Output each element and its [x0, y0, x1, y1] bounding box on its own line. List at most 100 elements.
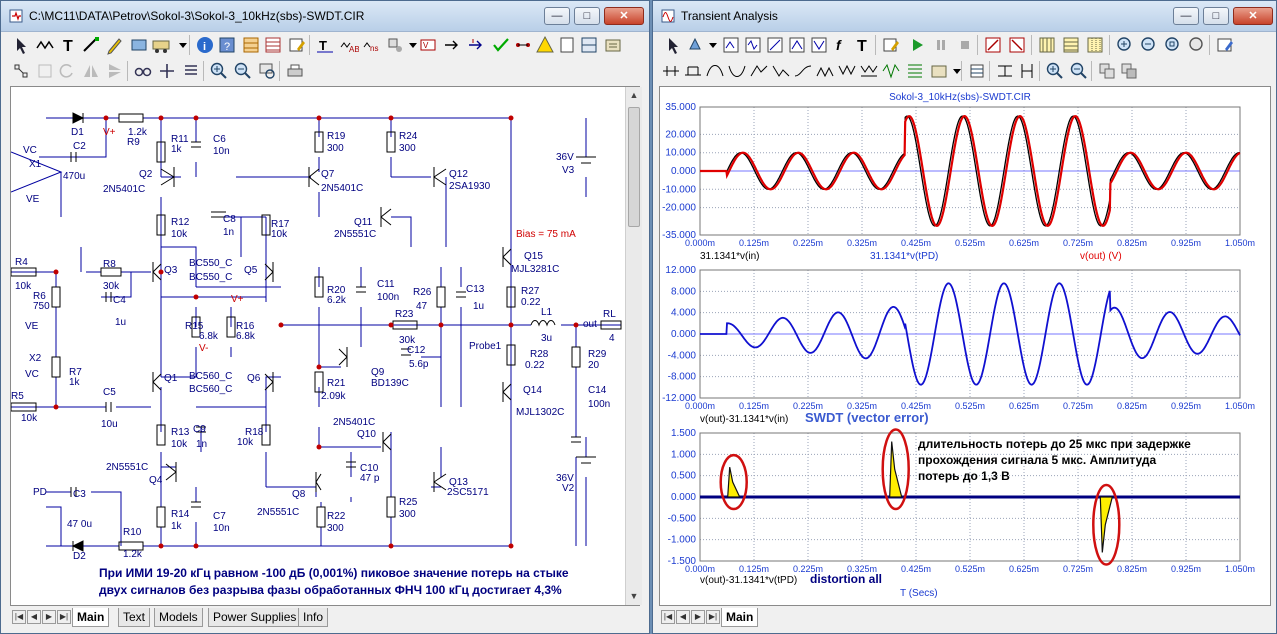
transistor-q10[interactable] — [382, 432, 392, 452]
scale-icon[interactable] — [721, 35, 741, 55]
capacitor-c9[interactable] — [196, 426, 206, 433]
list-icon[interactable] — [181, 61, 201, 81]
zoom-in-icon[interactable] — [1045, 61, 1065, 81]
transistor-q8[interactable] — [315, 472, 322, 492]
inflection-icon[interactable] — [793, 61, 813, 81]
same-x-scale-icon[interactable] — [1017, 61, 1037, 81]
schematic-vertical-scrollbar[interactable]: ▲ ▼ — [625, 87, 642, 605]
transient-title-bar[interactable]: Transient Analysis — □ ✕ — [653, 1, 1276, 32]
tab-main[interactable]: Main — [72, 608, 110, 627]
zoom-out-icon[interactable] — [1139, 35, 1159, 55]
rotate-icon[interactable] — [57, 61, 77, 81]
function-icon[interactable]: f — [831, 35, 851, 55]
schematic-canvas[interactable]: D1 V+ 1.2k R9 VC X1 C2 470u VE R11 1k C6… — [10, 86, 640, 606]
transistor-q11[interactable] — [380, 207, 392, 227]
scope-icon[interactable] — [743, 35, 763, 55]
next-tab-icon[interactable]: ▶ — [691, 610, 705, 624]
resistor-r5[interactable] — [11, 402, 37, 412]
transistor-q2[interactable] — [160, 167, 175, 187]
attribute-text-icon[interactable]: T — [315, 35, 335, 55]
battery-v3[interactable] — [576, 156, 596, 164]
last-tab-icon[interactable]: ▶| — [706, 610, 720, 624]
maximize-button[interactable]: □ — [1203, 7, 1229, 25]
power-display-icon[interactable] — [467, 35, 487, 55]
capacitor-c14[interactable] — [571, 436, 581, 443]
resistor-r9[interactable] — [118, 113, 144, 123]
scroll-up-icon[interactable]: ▲ — [629, 90, 639, 100]
capacitor-c5[interactable] — [105, 402, 112, 412]
last-tab-icon[interactable]: ▶| — [57, 610, 71, 624]
run-icon[interactable] — [907, 35, 927, 55]
tab-text[interactable]: Text — [118, 608, 151, 627]
capacitor-c4[interactable] — [105, 292, 112, 302]
info-icon[interactable]: i — [195, 35, 215, 55]
transistor-q4[interactable] — [165, 462, 177, 482]
resistor-r12[interactable] — [156, 214, 166, 236]
zoom-fit-icon[interactable] — [1163, 35, 1183, 55]
capacitor-c3[interactable] — [70, 487, 77, 497]
first-tab-icon[interactable]: |◀ — [12, 610, 26, 624]
pause-icon[interactable] — [931, 35, 951, 55]
cursor-mode-icon[interactable] — [661, 61, 681, 81]
bus-icon[interactable] — [151, 35, 171, 55]
resistor-r10[interactable] — [118, 541, 144, 551]
dropdown-arrow-icon[interactable] — [403, 35, 423, 55]
capacitor-c8[interactable] — [211, 211, 226, 218]
horizontal-grid-icon[interactable] — [1037, 35, 1057, 55]
current-display-icon[interactable] — [443, 35, 463, 55]
same-y-scale-icon[interactable] — [995, 61, 1015, 81]
pan-icon[interactable] — [157, 61, 177, 81]
prev-tab-icon[interactable]: ◀ — [676, 610, 690, 624]
node-numbers-icon[interactable] — [385, 35, 405, 55]
capacitor-c7[interactable] — [191, 501, 201, 508]
capacitor-c12[interactable] — [401, 348, 411, 356]
pin-names-icon[interactable]: ns — [361, 35, 381, 55]
dropdown-arrow-icon[interactable] — [173, 35, 193, 55]
global-low-icon[interactable] — [837, 61, 857, 81]
resistor-r8[interactable] — [100, 267, 122, 277]
zoom-out-icon[interactable] — [233, 61, 253, 81]
help-icon[interactable]: ? — [217, 35, 237, 55]
tab-power-supplies[interactable]: Power Supplies — [208, 608, 302, 627]
wire-color-icon[interactable] — [513, 35, 533, 55]
settings-icon[interactable] — [603, 35, 623, 55]
dropdown-arrow-icon[interactable] — [703, 35, 723, 55]
resistor-r16[interactable] — [226, 316, 236, 338]
valley-icon[interactable] — [809, 35, 829, 55]
select-arrow-icon[interactable] — [663, 35, 683, 55]
flip-x-icon[interactable] — [81, 61, 101, 81]
battery-v2[interactable] — [576, 456, 596, 464]
resistor-r19[interactable] — [314, 131, 324, 153]
flip-y-icon[interactable] — [105, 61, 125, 81]
stop-icon[interactable] — [955, 35, 975, 55]
zoom-in-icon[interactable] — [209, 61, 229, 81]
copy-icon[interactable] — [1097, 61, 1117, 81]
tab-main[interactable]: Main — [721, 608, 759, 627]
minimize-button[interactable]: — — [544, 7, 570, 25]
resistor-r24[interactable] — [386, 131, 396, 153]
line-tool-icon[interactable] — [81, 35, 101, 55]
resistor-r17[interactable] — [261, 214, 271, 236]
data-points-icon[interactable] — [905, 61, 925, 81]
scroll-down-icon[interactable]: ▼ — [629, 591, 639, 601]
resistor-r6[interactable] — [51, 286, 61, 308]
resistor-r14[interactable] — [156, 506, 166, 528]
high-icon[interactable] — [749, 61, 769, 81]
cursor-left-icon[interactable] — [983, 35, 1003, 55]
first-tab-icon[interactable]: |◀ — [661, 610, 675, 624]
maximize-button[interactable]: □ — [574, 7, 600, 25]
box-icon[interactable] — [35, 61, 55, 81]
check-icon[interactable] — [491, 35, 511, 55]
resistor-r28[interactable] — [506, 344, 516, 366]
transistor-q6[interactable] — [264, 372, 274, 392]
cursor-right-icon[interactable] — [1007, 35, 1027, 55]
attribute-nodes-icon[interactable]: AB — [339, 35, 359, 55]
capacitor-c6[interactable] — [191, 141, 201, 148]
transistor-q13[interactable] — [433, 472, 447, 492]
transistor-q12[interactable] — [433, 167, 447, 187]
scroll-thumb[interactable] — [628, 107, 640, 227]
properties-icon[interactable] — [881, 35, 901, 55]
resistor-r20[interactable] — [314, 276, 324, 298]
peak-find-icon[interactable] — [705, 61, 725, 81]
stack-icon[interactable] — [967, 61, 987, 81]
